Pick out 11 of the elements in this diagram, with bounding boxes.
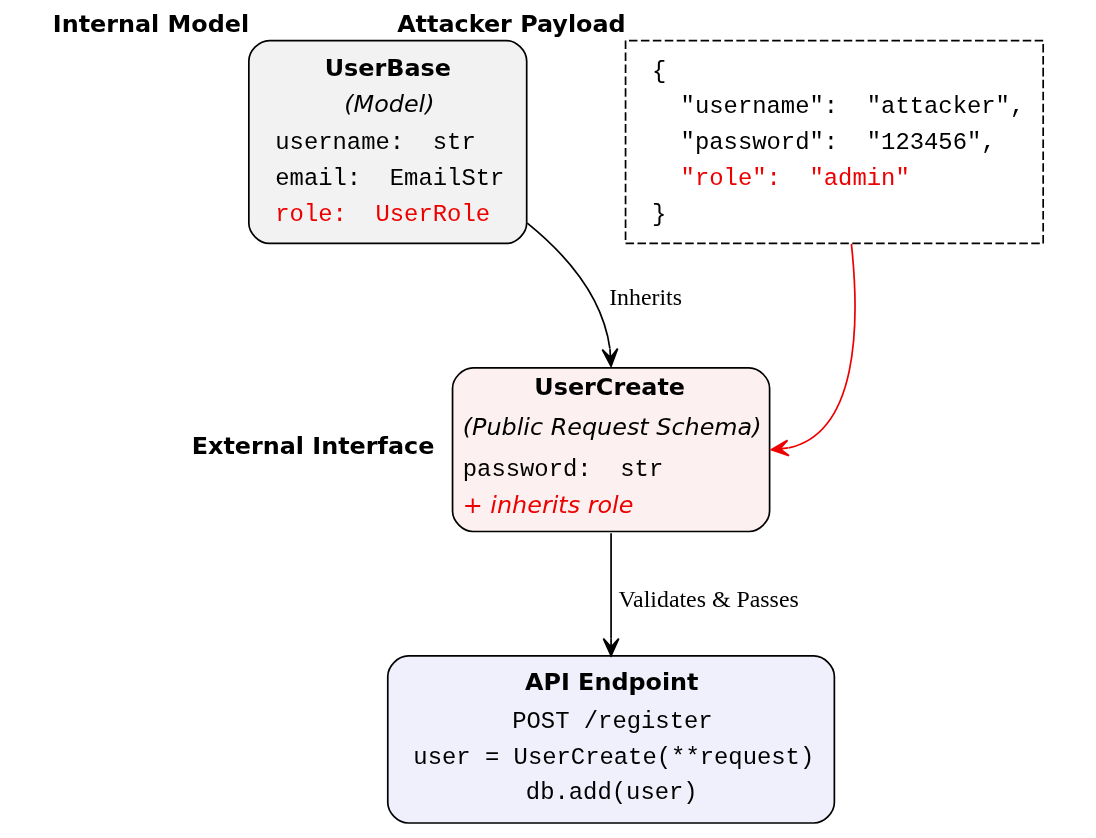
arrow: [526, 222, 619, 367]
edge-label: Inherits: [609, 284, 683, 311]
arrow: [602, 532, 620, 657]
node-label: Attacker Payload: [397, 10, 626, 39]
node-label: Internal Model: [52, 10, 250, 39]
node-box: API Endpoint POST /register user = UserCreate(**request) db.add(user): [386, 655, 836, 824]
edge-label: Validates & Passes: [618, 585, 799, 612]
node-box: { "username": "attacker", "password": "123456", "role": "admin" }: [624, 39, 1045, 245]
node-box: UserBase (Model) username: str email: EmailStr role: UserRole: [248, 39, 528, 245]
node-label: External Interface: [191, 432, 435, 461]
arrow: [770, 243, 856, 457]
